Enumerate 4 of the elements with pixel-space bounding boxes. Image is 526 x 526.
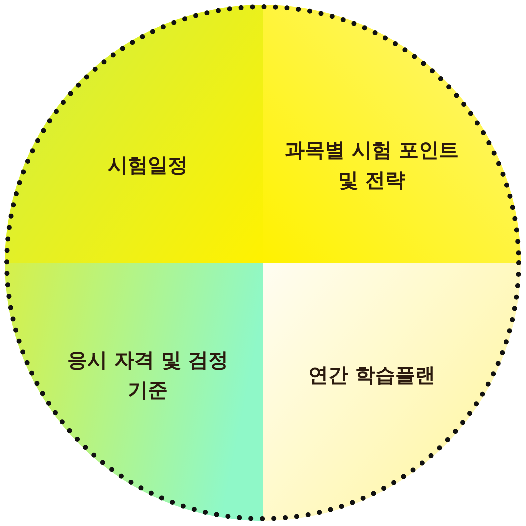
sector-label: 과목별 시험 포인트 및 전략 [284, 137, 460, 194]
sector-label: 응시 자격 및 검정기준 [66, 347, 230, 404]
sector-label: 연간 학습플랜 [308, 362, 436, 389]
sector-label: 시험일정 [107, 152, 189, 179]
